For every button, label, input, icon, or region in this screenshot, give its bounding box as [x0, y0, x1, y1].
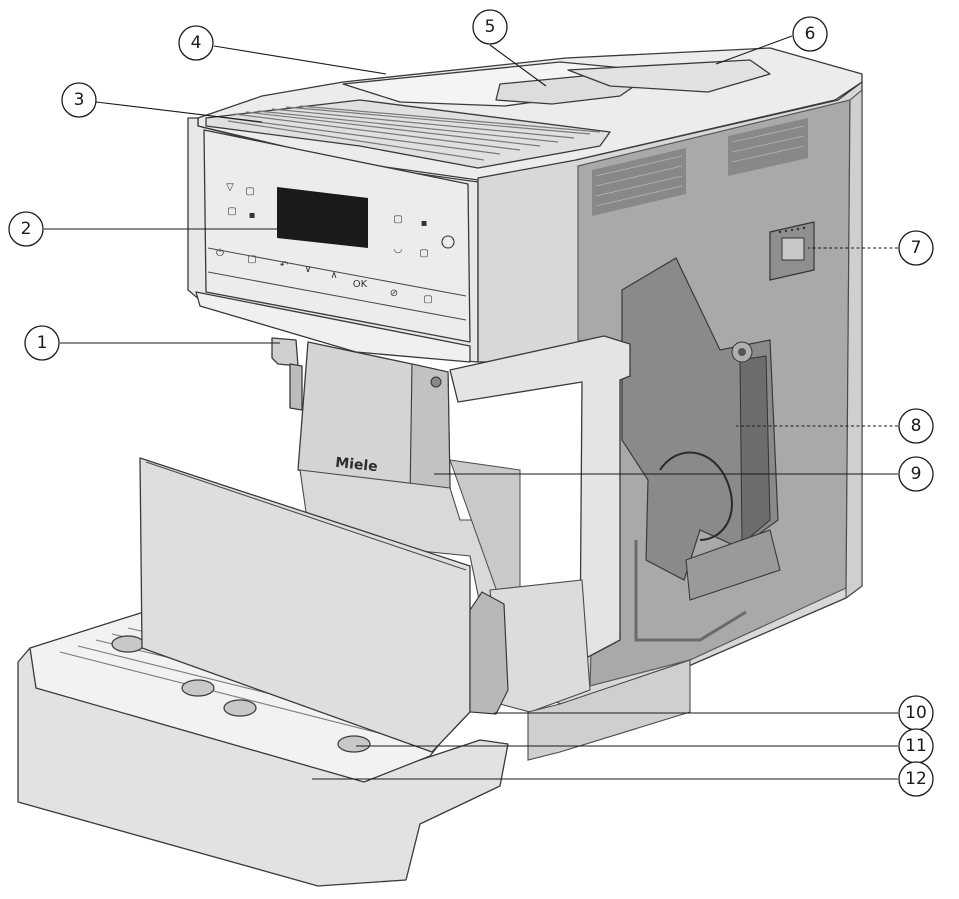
- hot-water-spout: [271, 337, 299, 367]
- callout-2: 2: [8, 211, 44, 247]
- callout-3: 3: [61, 82, 97, 118]
- callout-7: 7: [898, 230, 934, 266]
- callout-1: 1: [24, 325, 60, 361]
- callout-5: 5: [472, 9, 508, 45]
- svg-text:▢: ▢: [393, 214, 402, 225]
- cup-rail: [205, 99, 611, 169]
- callout-4-label: 4: [191, 33, 202, 53]
- callout-10-label: 10: [905, 703, 927, 723]
- callout-6: 6: [792, 16, 828, 52]
- svg-text:▢: ▢: [247, 254, 256, 265]
- callout-4: 4: [178, 25, 214, 61]
- power-indicator: [441, 235, 455, 249]
- brew-unit: [621, 257, 779, 581]
- leader-lines: [44, 35, 898, 780]
- svg-text:↶: ↶: [280, 260, 288, 271]
- svg-text:◡: ◡: [394, 244, 403, 255]
- cup-rail-ribs: [219, 105, 601, 161]
- callout-9: 9: [898, 456, 934, 492]
- ok-label: OK: [353, 279, 368, 290]
- callout-5-label: 5: [485, 17, 496, 37]
- callout-7-label: 7: [911, 238, 922, 258]
- callout-11: 11: [898, 728, 934, 764]
- svg-text:∨: ∨: [304, 264, 311, 275]
- callout-10: 10: [898, 695, 934, 731]
- callout-3-label: 3: [74, 90, 85, 110]
- callout-8: 8: [898, 408, 934, 444]
- brand-logo: Miele: [334, 455, 378, 475]
- svg-text:▢: ▢: [423, 294, 432, 305]
- callout-1-label: 1: [37, 333, 48, 353]
- panel-symbols: ▽ ▢ ▢ ▪ ▢ ▪ ◡ ▢ ⏻ ▢ ↶ ∨ ∧ ⊘ ▢: [216, 182, 433, 305]
- svg-text:⊘: ⊘: [390, 288, 398, 299]
- callout-8-label: 8: [911, 416, 922, 436]
- svg-text:▢: ▢: [419, 248, 428, 259]
- svg-text:▽: ▽: [226, 182, 234, 193]
- vent-grille: [592, 118, 808, 216]
- svg-text:▢: ▢: [245, 186, 254, 197]
- drip-tray-holes: [111, 635, 371, 753]
- svg-text:⏻: ⏻: [216, 248, 224, 259]
- callout-12-label: 12: [905, 769, 927, 789]
- svg-text:▢: ▢: [227, 206, 236, 217]
- display: [277, 187, 368, 248]
- svg-text:▪: ▪: [249, 210, 256, 221]
- svg-text:▪: ▪: [421, 218, 428, 229]
- callout-9-label: 9: [911, 464, 922, 484]
- callout-2-label: 2: [21, 219, 32, 239]
- callout-11-label: 11: [905, 736, 927, 756]
- machine-illustration: ▽ ▢ ▢ ▪ ▢ ▪ ◡ ▢ ⏻ ▢ ↶ ∨ ∧ ⊘ ▢ OK: [17, 47, 863, 887]
- svg-text:∧: ∧: [330, 270, 337, 281]
- callout-6-label: 6: [805, 24, 816, 44]
- water-container-lid: [567, 59, 771, 93]
- callout-12: 12: [898, 761, 934, 797]
- drip-tray-backplate: [139, 457, 471, 753]
- grounds-container: [469, 591, 509, 715]
